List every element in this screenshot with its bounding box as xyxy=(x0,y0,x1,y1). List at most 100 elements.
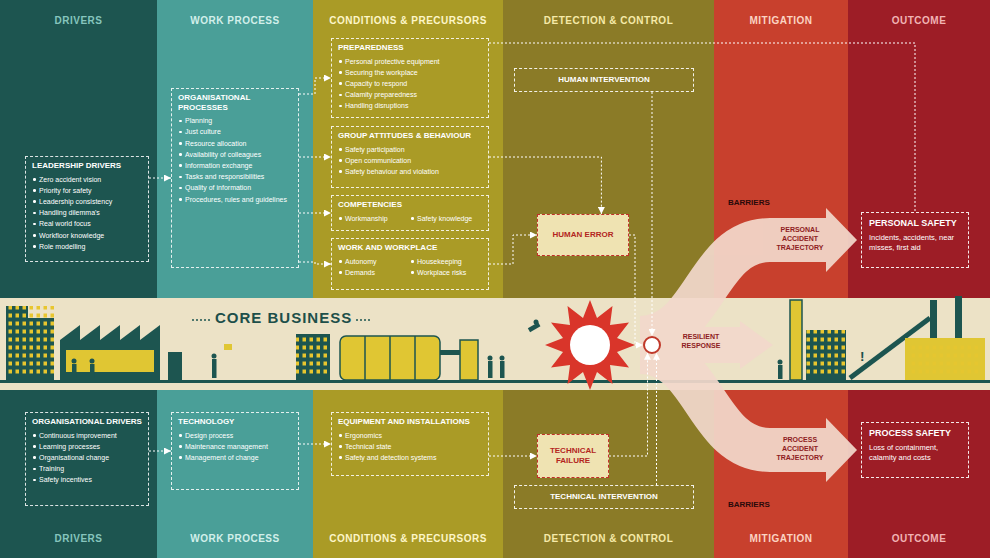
intervention-box: TECHNICAL INTERVENTION xyxy=(514,485,694,509)
bullet-item: Workplace risks xyxy=(410,267,482,278)
item-list: ErgonomicsTechnical stateSafety and dete… xyxy=(338,430,482,464)
box-label: TECHNICAL INTERVENTION xyxy=(550,492,658,502)
item-list: Personal protective equipmentSecuring th… xyxy=(338,56,482,112)
dotted-connector xyxy=(652,92,653,336)
worker-figure xyxy=(90,364,95,378)
bullet-item: Handling disruptions xyxy=(338,100,482,111)
storage-tanks xyxy=(340,336,440,380)
shed xyxy=(168,352,182,380)
ground-line xyxy=(0,380,990,383)
dotted-rule xyxy=(192,319,210,321)
detection-column xyxy=(503,0,714,558)
dotted-connector xyxy=(656,353,657,485)
worker-figure xyxy=(72,364,77,378)
column-header: CONDITIONS & PRECURSORS xyxy=(313,533,503,546)
conditions-column xyxy=(313,0,503,558)
bullet-item: Safety and detection systems xyxy=(338,452,482,463)
column-header: WORK PROCESS xyxy=(157,533,313,546)
windows xyxy=(296,334,330,376)
dotted-connector xyxy=(299,262,331,264)
barrier-label: BARRIERS xyxy=(728,198,770,208)
bullet-item: Real world focus xyxy=(32,218,142,229)
worker-figure xyxy=(500,356,505,361)
bullet-item: Information exchange xyxy=(178,160,292,171)
bullet-item: Learning processes xyxy=(32,441,142,452)
bullet-item: Resource allocation xyxy=(178,138,292,149)
accident-trajectory-arrow xyxy=(640,240,828,338)
item-list: Design processMaintenance managementMana… xyxy=(178,430,292,464)
bullet-item: Workmanship xyxy=(338,213,410,224)
factor-box: WORK AND WORKPLACE AutonomyHousekeepingDe… xyxy=(331,238,489,290)
column-header: DETECTION & CONTROL xyxy=(503,15,714,28)
outcome-box: PERSONAL SAFETYIncidents, accidents, nea… xyxy=(861,212,969,268)
factory-front xyxy=(66,350,154,372)
carried-box xyxy=(224,344,232,350)
trajectory-label: PERSONAL ACCIDENT TRAJECTORY xyxy=(772,226,828,252)
bullet-item: Personal protective equipment xyxy=(338,56,482,67)
band-title: CORE BUSINESS xyxy=(215,310,352,327)
dotted-connector xyxy=(149,178,171,179)
alert-circle: ! xyxy=(643,336,661,354)
item-list: Incidents, accidents, near misses, first… xyxy=(869,233,961,253)
factory-hall xyxy=(60,325,160,380)
dotted-connector xyxy=(489,43,915,212)
bullet-item: Availability of colleagues xyxy=(178,149,292,160)
dotted-connector xyxy=(629,235,643,345)
tank-seam xyxy=(414,336,416,380)
bullet-item: Autonomy xyxy=(338,256,410,267)
box-heading: GROUP ATTITUDES & BEHAVIOUR xyxy=(338,131,482,141)
factor-box: ORGANISATIONAL PROCESSESPlanningJust cul… xyxy=(171,88,299,268)
dotted-rule xyxy=(356,319,372,321)
column-header: DETECTION & CONTROL xyxy=(503,533,714,546)
falling-figure xyxy=(528,322,541,332)
bullet-item: Safety behaviour and violation xyxy=(338,166,482,177)
bullet-item: Procedures, rules and guidelines xyxy=(178,194,292,205)
box-label: TECHNICAL FAILURE xyxy=(542,446,604,466)
arrow-head xyxy=(826,418,857,482)
factor-box: ORGANISATIONAL DRIVERS Continuous improve… xyxy=(25,412,149,506)
plant-building xyxy=(905,338,985,380)
accident-trajectory-arrow xyxy=(640,352,828,450)
worker-figure xyxy=(212,354,217,359)
windows xyxy=(910,342,982,376)
trajectory-label: PROCESS ACCIDENT TRAJECTORY xyxy=(772,436,828,462)
column-header: OUTCOME xyxy=(848,15,990,28)
column-header: WORK PROCESS xyxy=(157,15,313,28)
item-list: AutonomyHousekeepingDemandsWorkplace ris… xyxy=(338,256,482,278)
box-heading: ORGANISATIONAL PROCESSES xyxy=(178,93,292,112)
bullet-item: Design process xyxy=(178,430,292,441)
arrow-head xyxy=(740,321,773,369)
tank-seam xyxy=(364,336,366,380)
item-list: Loss of containment, calamity and costs xyxy=(869,443,961,463)
bullet-item: Capacity to respond xyxy=(338,78,482,89)
column-header: MITIGATION xyxy=(714,533,848,546)
factor-box: EQUIPMENT AND INSTALLATIONSErgonomicsTec… xyxy=(331,412,489,476)
bullet-item: Management of change xyxy=(178,452,292,463)
bullet-item: Planning xyxy=(178,115,292,126)
bullet-item: Training xyxy=(32,463,142,474)
column-header: CONDITIONS & PRECURSORS xyxy=(313,15,503,28)
chimney xyxy=(955,296,962,338)
column-header: DRIVERS xyxy=(0,15,157,28)
bullet-item: Priority for safety xyxy=(32,185,142,196)
bullet-item: Role modelling xyxy=(32,241,142,252)
box-label: HUMAN ERROR xyxy=(553,230,614,240)
windows xyxy=(6,306,54,376)
explosion xyxy=(545,300,635,390)
factor-box: GROUP ATTITUDES & BEHAVIOURSafety partic… xyxy=(331,126,489,188)
bullet-item: Housekeeping xyxy=(410,256,482,267)
outcome-column xyxy=(848,0,990,558)
intervention-box: HUMAN INTERVENTION xyxy=(514,68,694,92)
bullet-item: Quality of information xyxy=(178,182,292,193)
worker-figure xyxy=(488,356,493,361)
box-heading: ORGANISATIONAL DRIVERS xyxy=(32,417,142,427)
plant-building xyxy=(296,334,330,380)
outcome-box: PROCESS SAFETYLoss of containment, calam… xyxy=(861,422,969,478)
trajectory-label: RESILIENT RESPONSE xyxy=(676,333,726,351)
bullet-item: Safety knowledge xyxy=(410,213,482,224)
factor-box: PREPAREDNESSPersonal protective equipmen… xyxy=(331,38,489,118)
factor-box: LEADERSHIP DRIVERSZero accident visionPr… xyxy=(25,156,149,262)
bullet-item: Maintenance management xyxy=(178,441,292,452)
box-heading: WORK AND WORKPLACE xyxy=(338,243,482,253)
item-list: Continuous improvementLearning processes… xyxy=(32,430,142,486)
